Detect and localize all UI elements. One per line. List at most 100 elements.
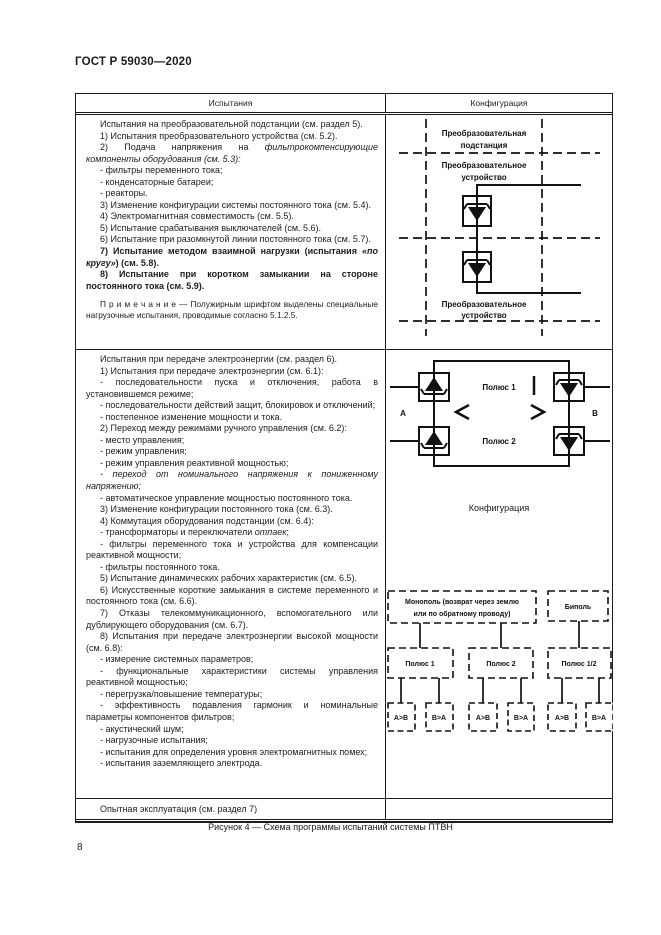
arrow-right-icon — [530, 403, 547, 421]
table-row-trial-operation: Опытная эксплуатация (см. раздел 7) — [76, 799, 612, 820]
page-number: 8 — [77, 842, 83, 853]
pole12-box — [547, 647, 612, 679]
arrow-left-icon — [453, 403, 470, 421]
figure-caption: Рисунок 4 — Схема программы испытаний си… — [208, 822, 453, 832]
paragraph: - последовательности пуска и отключения,… — [86, 377, 378, 399]
device-bottom-label-line1: Преобразовательное — [442, 300, 527, 309]
terminal-a-label: А — [400, 409, 406, 418]
paragraph: 2) Подача напряжения на фильтрокомпенсир… — [86, 142, 378, 164]
paragraph: - постепенное изменение мощности и тока. — [100, 411, 282, 422]
paragraph: 5) Испытание срабатывания выключателей (… — [100, 222, 322, 233]
flow-box-ab — [387, 702, 416, 732]
paragraph: 3) Изменение конфигурации системы постоя… — [100, 199, 372, 210]
table-row-transmission-tests: Испытания при передаче электроэнергии (с… — [76, 350, 613, 799]
paragraph: - фильтры переменного тока; — [100, 165, 223, 176]
configuration-label: Конфигурация — [468, 503, 530, 513]
paragraph: 6) Испытание при разомкнутой линии посто… — [100, 234, 371, 245]
substation-label-line1: Преобразовательная — [442, 129, 527, 138]
flow-box-ab-label: А>В — [394, 715, 408, 722]
ac-line-bottom — [476, 282, 581, 294]
substation-diagram: Преобразовательная подстанция Преобразов… — [399, 119, 600, 336]
pole1-box-label: Полюс 1 — [405, 661, 434, 668]
substation-configuration-cell: Преобразовательная подстанция Преобразов… — [386, 115, 612, 349]
transmission-tests-text-cell: Испытания при передаче электроэнергии (с… — [76, 350, 386, 798]
paragraph: - автоматическое управление мощностью по… — [100, 492, 353, 503]
device-top-label-line1: Преобразовательное — [442, 161, 527, 170]
paragraph: Опытная эксплуатация (см. раздел 7) — [100, 804, 258, 814]
paragraph: 8) Испытания при передаче электроэнергии… — [86, 631, 378, 653]
paragraph: 8) Испытание при коротком замыкании на с… — [86, 269, 378, 291]
paragraph: - место управления; — [100, 434, 185, 445]
paragraph: 4) Электромагнитная совместимость (см. 5… — [100, 211, 294, 222]
paragraph: - режим управления; — [100, 446, 187, 457]
ac-line-top — [476, 184, 581, 196]
paragraph: Испытания на преобразовательной подстанц… — [100, 119, 363, 129]
test-program-table: Испытания Конфигурация Испытания на прео… — [75, 93, 613, 823]
paragraph: 7) Испытание методом взаимной нагрузки (… — [86, 246, 378, 268]
table-header-row: Испытания Конфигурация — [76, 94, 612, 115]
configuration-tree-diagram: Монополь (возврат через землю или по обр… — [387, 590, 613, 732]
table-row-substation-tests: Испытания на преобразовательной подстанц… — [76, 115, 612, 350]
substation-tests-text-cell: Испытания на преобразовательной подстанц… — [76, 115, 386, 349]
device-bottom-label-line2: устройство — [461, 311, 506, 320]
substation-label-line2: подстанция — [461, 141, 508, 150]
pole1-label: Полюс 1 — [482, 383, 516, 392]
paragraph: - акустический шум; — [100, 723, 184, 734]
device-top-label-line2: устройство — [461, 173, 506, 182]
bipole-loop-diagram: Полюс 1 Полюс 2 А В — [390, 360, 610, 467]
bipole-label: Биполь — [565, 604, 592, 611]
paragraph: - фильтры постоянного тока. — [100, 561, 220, 572]
paragraph: - перегрузка/повышение температуры; — [100, 688, 263, 699]
flow-box-ab — [468, 702, 498, 732]
trial-operation-configuration-cell — [386, 799, 612, 819]
monopole-box — [387, 590, 537, 624]
transmission-configuration-cell: Полюс 1 Полюс 2 А В Конфигурация — [386, 350, 613, 798]
paragraph: - реакторы. — [100, 188, 148, 199]
paragraph: - функциональные характеристики системы … — [86, 665, 378, 688]
flow-box-ba-label: В>А — [514, 715, 528, 722]
standard-number-heading: ГОСТ Р 59030—2020 — [75, 56, 192, 68]
paragraph: 1) Испытания при передаче электроэнергии… — [100, 365, 324, 376]
flow-box-ba — [507, 702, 535, 732]
column-header-tests: Испытания — [76, 94, 386, 112]
paragraph: - конденсаторные батареи; — [100, 176, 214, 187]
paragraph: - последовательности действий защит, бло… — [100, 400, 376, 411]
paragraph: - измерение системных параметров; — [100, 654, 254, 665]
paragraph: 4) Коммутация оборудования подстанции (с… — [100, 515, 314, 526]
paragraph: 1) Испытания преобразовательного устройс… — [100, 130, 338, 141]
paragraph: - трансформаторы и переключатели отпаек; — [100, 527, 290, 538]
flow-box-ba-label: В>А — [432, 715, 446, 722]
pole2-label: Полюс 2 — [482, 437, 516, 446]
flow-box-ab — [547, 702, 577, 732]
flow-box-ab-label: А>В — [555, 715, 569, 722]
paragraph: - фильтры переменного тока и устройства … — [86, 538, 378, 561]
paragraph: 6) Искусственные короткие замыкания в си… — [86, 584, 378, 607]
terminal-b-label: В — [592, 409, 598, 418]
paragraph: 2) Переход между режимами ручного управл… — [100, 423, 347, 434]
paragraph: - испытания заземляющего электрода. — [100, 758, 263, 769]
pole2-box-label: Полюс 2 — [486, 661, 515, 668]
flow-box-ab-label: А>В — [476, 715, 490, 722]
pole1-box — [387, 647, 454, 679]
pole2-box — [468, 647, 534, 679]
paragraph: - нагрузочные испытания; — [100, 735, 208, 746]
flow-box-ba-label: В>А — [592, 715, 606, 722]
paragraph: 7) Отказы телекоммуникационного, вспомог… — [86, 608, 378, 630]
column-header-configuration: Конфигурация — [470, 98, 528, 108]
paragraph: - переход от номинального напряжения к п… — [86, 469, 378, 492]
paragraph: 5) Испытание динамических рабочих характ… — [100, 573, 357, 584]
monopole-label-line2: или по обратному проводу) — [414, 610, 511, 618]
pole12-box-label: Полюс 1/2 — [561, 661, 596, 668]
pole-loop-outline — [433, 360, 570, 467]
monopole-label-line1: Монополь (возврат через землю — [405, 599, 519, 606]
paragraph: 3) Изменение конфигурации постоянного то… — [100, 504, 333, 515]
paragraph: П р и м е ч а н и е — Полужирным шрифтом… — [86, 299, 378, 321]
paragraph: - эффективность подавления гармоник и но… — [86, 700, 378, 722]
flow-box-ba — [425, 702, 454, 732]
flow-box-ba — [585, 702, 613, 732]
bipole-box — [547, 590, 609, 622]
trial-operation-text-cell: Опытная эксплуатация (см. раздел 7) — [76, 799, 386, 819]
paragraph: Испытания при передаче электроэнергии (с… — [100, 354, 338, 364]
paragraph: - испытания для определения уровня элект… — [100, 746, 368, 757]
